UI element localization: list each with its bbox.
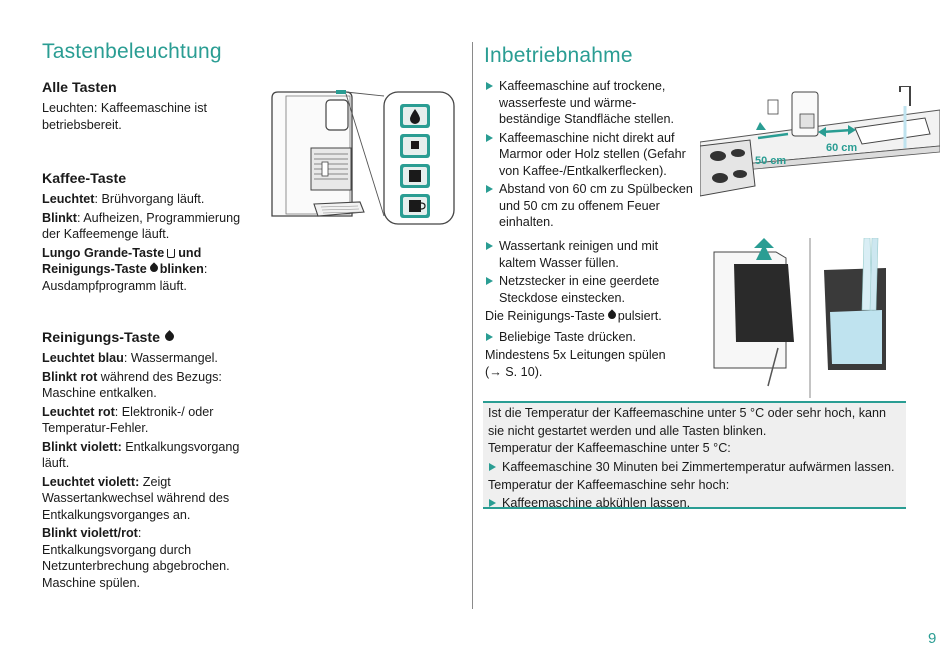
violet-lit-text: Zeigt Wassertankwechsel während des Entk… (42, 474, 230, 522)
info-intro: Ist die Temperatur der Kaffeemaschine un… (488, 406, 886, 438)
violet-red-text: : Entkalkungsvorgang durch Netzunterbrec… (42, 526, 230, 590)
blue-label: Leuchtet blau (42, 351, 124, 365)
coffee-key-heading: Kaffee-Taste (42, 171, 127, 187)
violet-red-line: Blinkt violett/rot: Entkalkungsvorgang d… (42, 525, 247, 591)
pulse-text-end: pulsiert. (617, 309, 662, 323)
blue-text: : Wassermangel. (123, 351, 218, 365)
violet-blink-text: Entkalkungsvorgang läuft. (42, 439, 240, 471)
info-hot-step: Kaffeemaschine abkühlen lassen. (488, 495, 901, 513)
violet-lit-label: Leuchtet violett: (42, 474, 140, 489)
all-keys-text: Leuchten: Kaffeemaschine ist betriebsber… (42, 101, 207, 132)
distance-50-label: 50 cm (755, 155, 786, 167)
right-title: Inbetriebnahme (484, 44, 633, 67)
kitchen-distance-illustration: 50 cm 60 cm (700, 86, 940, 197)
coffee-lit-label: Leuchtet (42, 192, 95, 206)
blue-line: Leuchtet blau: Wassermangel. (42, 350, 247, 367)
red-blink-line: Blinkt rot während des Bezugs: Maschine … (42, 369, 247, 402)
coffee-blink-text: : Aufheizen, Programmierung der Kaffeeme… (42, 210, 241, 242)
setup-step: Beliebige Taste drücken. (485, 329, 685, 346)
setup-steps-b: Wassertank reinigen und mit kaltem Wasse… (485, 238, 685, 380)
lungo-and-label: und (178, 245, 202, 260)
rinse-text: Mindestens 5x Leitungen spülen (→ S. 10)… (485, 348, 666, 379)
setup-step: Kaffeemaschine nicht direkt auf Marmor o… (485, 130, 695, 180)
red-lit-label: Leuchtet rot (42, 404, 115, 419)
coffee-lit-text: : Brühvorgang läuft. (94, 192, 205, 206)
info-cold-label: Temperatur der Kaffeemaschine unter 5 °C… (488, 441, 731, 455)
violet-red-label: Blinkt violett/rot (42, 526, 138, 540)
setup-step: Wassertank reinigen und mit kaltem Wasse… (485, 238, 685, 271)
violet-blink-line: Blinkt violett: Entkalkungsvorgang läuft… (42, 439, 247, 472)
coffee-blink-line: Blinkt: Aufheizen, Programmierung der Ka… (42, 210, 247, 243)
cleaning-key-heading: Reinigungs-Taste (42, 329, 247, 347)
machine-keys-illustration (271, 90, 455, 225)
info-cold-step: Kaffeemaschine 30 Minuten bei Zimmertemp… (488, 459, 901, 477)
red-blink-label: Blinkt rot (42, 369, 98, 384)
distance-60-label: 60 cm (826, 142, 857, 154)
pulse-text: Die Reinigungs-Taste (485, 309, 605, 323)
cleaning-heading-text: Reinigungs-Taste (42, 330, 160, 346)
red-lit-text: : Elektronik-/ oder Temperatur-Fehler. (42, 404, 214, 436)
pulse-line: Die Reinigungs-Taste pulsiert. (485, 308, 685, 325)
temperature-info-box: Ist die Temperatur der Kaffeemaschine un… (483, 401, 906, 510)
coffee-lit-line: Leuchtet: Brühvorgang läuft. (42, 191, 247, 208)
all-keys-heading: Alle Tasten (42, 80, 117, 96)
info-hot-label: Temperatur der Kaffeemaschine sehr hoch: (488, 478, 730, 492)
setup-steps-a: Kaffeemaschine auf trockene, wasserfeste… (485, 78, 695, 231)
setup-step: Abstand von 60 cm zu Spülbecken und 50 c… (485, 181, 695, 231)
column-separator (472, 42, 473, 609)
page-number: 9 (928, 630, 937, 647)
red-lit-line: Leuchtet rot: Elektronik-/ oder Temperat… (42, 404, 247, 437)
lungo-cleaning-label: Reinigungs-Taste (42, 262, 147, 276)
coffee-key-section: Kaffee-Taste Leuchtet: Brühvorgang läuft… (42, 170, 247, 294)
lungo-blink-label: blinken (159, 262, 204, 276)
setup-step: Kaffeemaschine auf trockene, wasserfeste… (485, 78, 695, 128)
setup-step: Netzstecker in eine geerdete Steckdose e… (485, 273, 685, 306)
violet-lit-line: Leuchtet violett: Zeigt Wassertankwechse… (42, 474, 247, 524)
coffee-blink-label: Blinkt (42, 210, 77, 225)
lungo-label: Lungo Grande-Taste (42, 245, 165, 260)
all-keys-section: Alle Tasten Leuchten: Kaffeemaschine ist… (42, 79, 247, 133)
violet-blink-label: Blinkt violett: (42, 439, 122, 454)
lungo-text: Ausdampfprogramm läuft. (42, 278, 187, 293)
water-drop-icon (606, 309, 618, 321)
water-drop-icon (148, 262, 160, 274)
left-title: Tastenbeleuchtung (42, 40, 222, 63)
water-tank-illustration (713, 238, 886, 398)
red-blink-text: während des Bezugs: Maschine entkalken. (42, 369, 222, 401)
cleaning-key-section: Reinigungs-Taste Leuchtet blau: Wasserma… (42, 329, 247, 591)
water-drop-icon (163, 330, 176, 343)
lungo-cup-icon (167, 248, 176, 258)
